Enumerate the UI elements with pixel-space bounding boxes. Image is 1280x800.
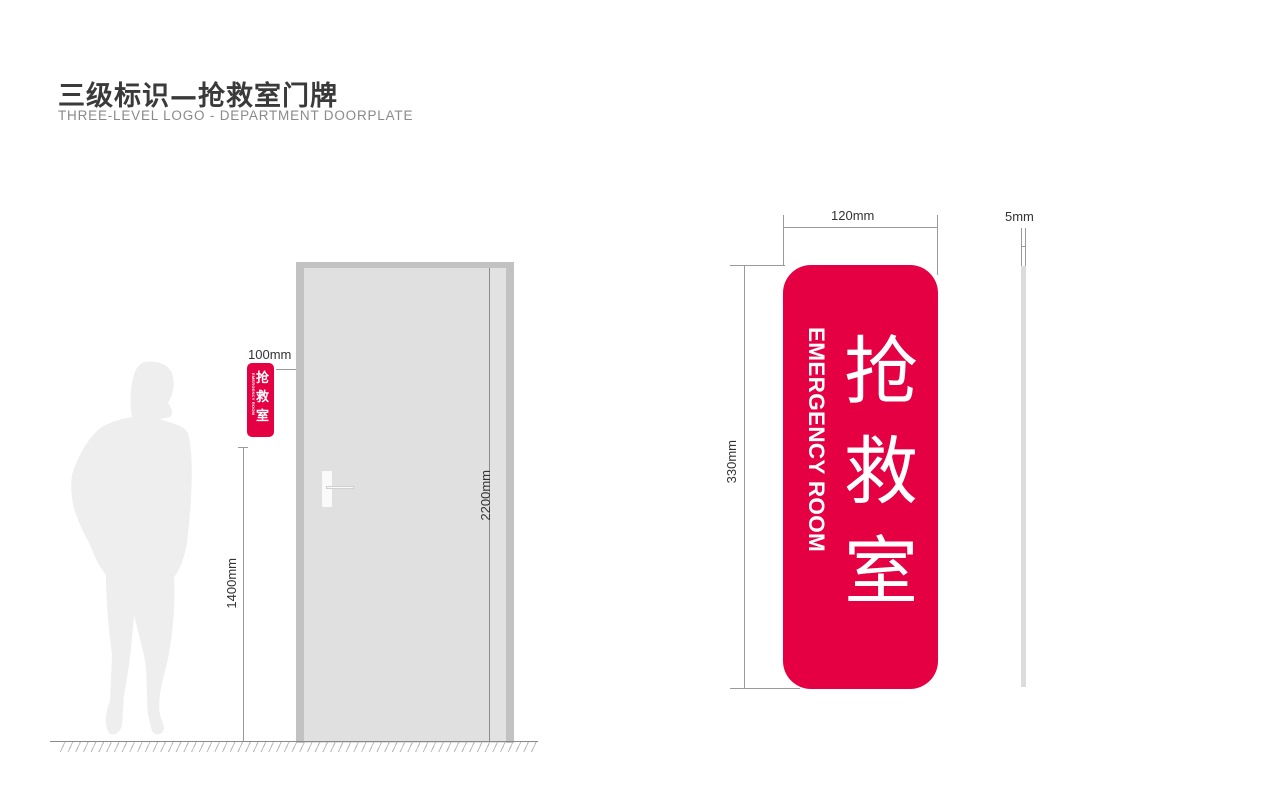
- width-dimension-line: [783, 227, 938, 228]
- human-silhouette-icon: [71, 361, 192, 735]
- sign-preview-cn: 抢救室: [256, 371, 270, 424]
- offset-dimension-line: [276, 369, 298, 370]
- sign-width-label: 120mm: [831, 208, 875, 223]
- ground-hatch: [60, 742, 538, 752]
- sign-height-mm-label: 330mm: [724, 440, 739, 484]
- door-handle-plate: [322, 471, 332, 507]
- door-edge: [489, 268, 506, 743]
- sign-name-en: EMERGENCY ROOM: [804, 327, 829, 553]
- height-dimension-line: [744, 265, 745, 689]
- height-extension-top: [730, 265, 785, 266]
- sign-side-view: [1021, 266, 1026, 687]
- sign-offset-label: 100mm: [248, 347, 292, 362]
- thickness-extension-right: [1025, 228, 1026, 266]
- sign-char-1: 抢: [844, 329, 918, 415]
- sign-name-cn: 抢 救 室: [841, 322, 921, 622]
- sign-char-2: 救: [844, 429, 918, 515]
- sign-elevation-preview: EMERGENCY ROOM 抢救室: [247, 363, 274, 437]
- sign-front-view: EMERGENCY ROOM 抢 救 室: [783, 265, 938, 689]
- thickness-extension-left: [1021, 228, 1022, 266]
- ground-line: [50, 741, 538, 742]
- sign-height-dimension-line: [243, 447, 244, 741]
- thickness-dimension-line: [1021, 246, 1026, 247]
- height-extension-bottom: [730, 688, 800, 689]
- sign-thickness-label: 5mm: [1005, 209, 1034, 224]
- page-title: 三级标识—抢救室门牌: [58, 81, 338, 112]
- width-extension-right: [937, 215, 938, 275]
- page-subtitle: THREE-LEVEL LOGO - DEPARTMENT DOORPLATE: [58, 108, 414, 123]
- sign-preview-en: EMERGENCY ROOM: [251, 373, 256, 416]
- sign-height-label: 1400mm: [224, 558, 239, 609]
- door-height-label: 2200mm: [478, 470, 493, 521]
- sign-char-3: 室: [844, 529, 918, 615]
- dimension-tick: [238, 447, 248, 448]
- width-extension-left: [783, 215, 784, 265]
- door-handle-icon: [326, 486, 354, 489]
- door-leaf: [304, 268, 489, 743]
